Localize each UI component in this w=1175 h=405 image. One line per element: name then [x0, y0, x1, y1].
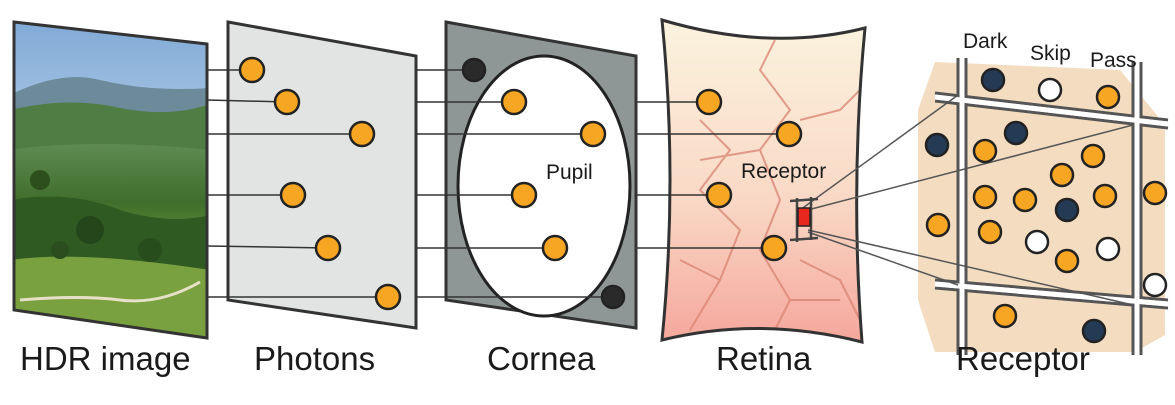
caption-retina: Retina — [716, 340, 812, 377]
photon — [541, 234, 569, 262]
photon — [705, 181, 733, 209]
photon — [1092, 183, 1118, 209]
photon — [510, 181, 538, 209]
caption-receptor: Receptor — [956, 340, 1090, 377]
blocked-photon — [600, 284, 626, 310]
photon-dots — [238, 56, 1168, 344]
landscape-photo — [14, 22, 207, 338]
legend-skip-dot — [1037, 77, 1063, 103]
photon-rays — [206, 69, 789, 298]
dark-photon — [1054, 197, 1080, 223]
dark-label: Dark — [963, 30, 1008, 53]
photon — [972, 184, 998, 210]
photon — [760, 234, 788, 262]
photon — [775, 120, 803, 148]
photon — [238, 56, 266, 84]
caption-cornea: Cornea — [487, 340, 596, 377]
photon — [348, 120, 376, 148]
photon — [279, 181, 307, 209]
photon — [1142, 180, 1168, 206]
photon — [500, 88, 528, 116]
photon — [273, 88, 301, 116]
photon — [1080, 143, 1106, 169]
blocked-photon — [461, 57, 487, 83]
dark-photon — [1003, 120, 1029, 146]
photon — [977, 219, 1003, 245]
pass-label: Pass — [1090, 49, 1137, 72]
photon — [579, 120, 607, 148]
retina-blood-vessels — [679, 39, 861, 341]
hdr-image-panel — [12, 20, 209, 340]
legend-pass-dot — [1095, 84, 1121, 110]
dark-photon — [924, 132, 950, 158]
skip-label: Skip — [1030, 42, 1071, 65]
receptor-marker — [789, 197, 819, 242]
zoom-connector-lines — [799, 94, 1134, 306]
pupil-opening — [456, 54, 632, 318]
photon — [1049, 162, 1075, 188]
photon — [1012, 187, 1038, 213]
receptor-label: Receptor — [741, 160, 826, 183]
photon — [992, 303, 1018, 329]
dark-photon — [1081, 318, 1107, 344]
skip-photon — [1142, 272, 1168, 298]
photon — [972, 138, 998, 164]
caption-hdr-image: HDR image — [20, 340, 191, 377]
skip-photon — [1024, 229, 1050, 255]
caption-photons: Photons — [254, 340, 376, 377]
photon — [925, 212, 951, 238]
receptor-zoom-panel — [918, 58, 1169, 355]
skip-photon — [1095, 236, 1121, 262]
photon — [374, 283, 402, 311]
pupil-label: Pupil — [546, 161, 593, 184]
legend-dark-dot — [980, 67, 1006, 93]
photon — [314, 234, 342, 262]
photon — [695, 88, 723, 116]
cornea-panel — [444, 20, 638, 330]
photon — [1054, 248, 1080, 274]
